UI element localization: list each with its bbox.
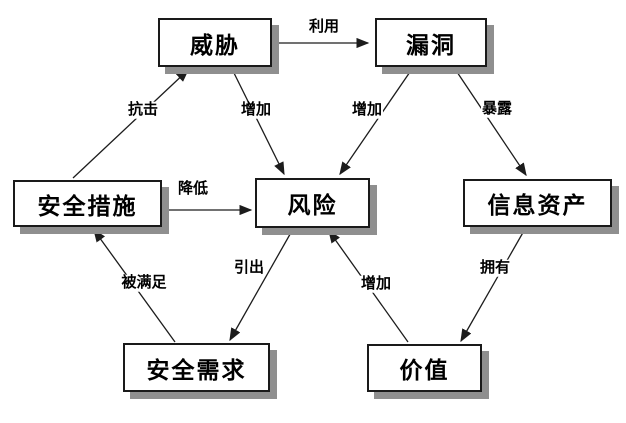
node-security-measures: 安全措施	[13, 180, 162, 227]
node-risk: 风险	[255, 178, 370, 228]
edge-vulnerability-to-risk-line	[339, 68, 413, 176]
node-threat: 威胁	[158, 18, 272, 67]
node-vulnerability: 漏洞	[375, 18, 487, 67]
edge-information-assets-to-value-line	[460, 228, 526, 343]
edge-label-increase-vulnerability-risk: 增加	[350, 100, 384, 119]
edge-label-be-satisfied: 被满足	[120, 273, 168, 292]
edge-risk-to-security-requirements-line	[229, 228, 294, 342]
edge-security-measures-to-threat-line	[72, 69, 189, 179]
node-value: 价值	[367, 344, 482, 392]
edge-label-own: 拥有	[478, 258, 512, 277]
node-vulnerability-label: 漏洞	[406, 31, 456, 58]
edge-label-increase-threat-risk: 增加	[239, 100, 273, 119]
node-information-assets: 信息资产	[463, 179, 612, 227]
edge-label-resist: 抗击	[126, 100, 160, 119]
edge-label-exploit: 利用	[307, 17, 341, 36]
node-risk-label: 风险	[287, 192, 338, 218]
edge-vulnerability-to-information-assets-line	[454, 68, 527, 177]
node-security-requirements-label: 安全需求	[146, 356, 247, 383]
node-information-assets-label: 信息资产	[487, 192, 588, 218]
node-threat-label: 威胁	[190, 31, 240, 58]
edge-label-expose: 暴露	[480, 99, 514, 118]
edge-label-increase-value-risk: 增加	[359, 274, 393, 293]
edge-threat-to-risk-line	[231, 68, 285, 176]
node-security-requirements: 安全需求	[123, 343, 270, 392]
edge-label-lead-to: 引出	[232, 258, 266, 277]
node-security-measures-label: 安全措施	[37, 192, 138, 219]
edge-label-reduce: 降低	[176, 179, 210, 198]
node-value-label: 价值	[399, 357, 450, 383]
